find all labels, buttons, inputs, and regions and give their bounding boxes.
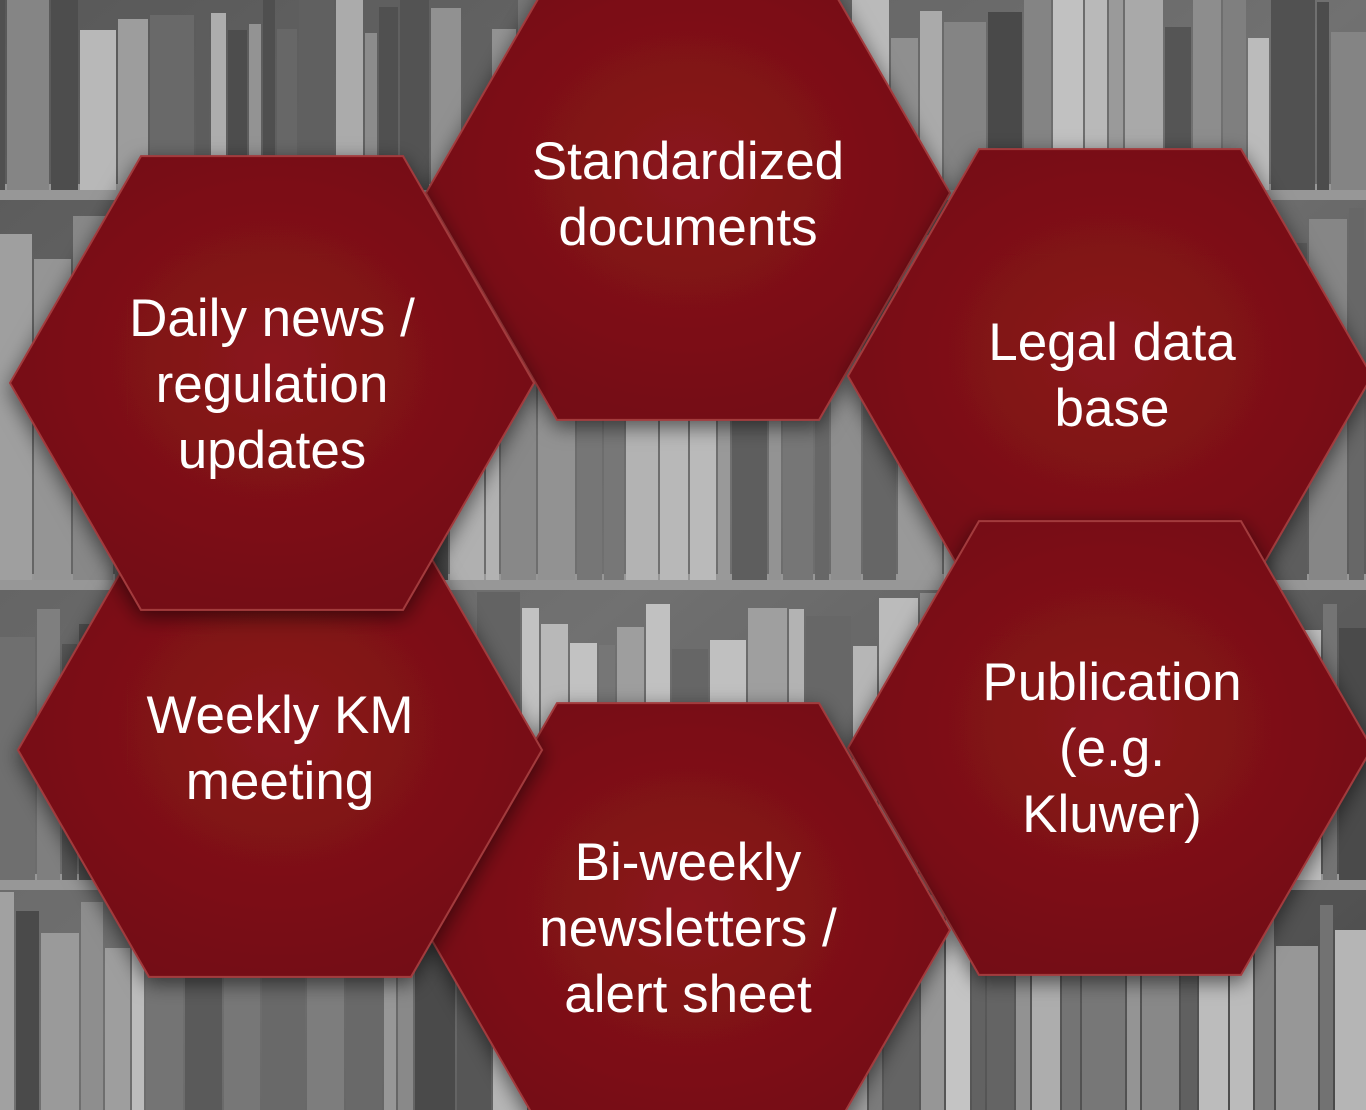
book-spine — [81, 902, 103, 1110]
book-spine — [365, 33, 377, 190]
book-spine — [1223, 0, 1246, 190]
hexagon-ring — [8, 0, 1366, 1110]
hexagon-daily-news — [8, 155, 536, 611]
book-spine — [920, 11, 942, 190]
book-spine — [211, 13, 226, 190]
hexagon-bi-weekly-newsletters — [424, 702, 952, 1110]
book-spine — [16, 911, 39, 1110]
book-spine — [1335, 930, 1366, 1110]
book-spine — [132, 945, 144, 1110]
book-spine — [1255, 910, 1274, 1110]
book-spine — [1331, 32, 1366, 190]
book-spine — [277, 29, 297, 190]
hexagon-standardized-documents — [424, 0, 952, 421]
book-spine — [1320, 905, 1333, 1110]
book-spine — [263, 0, 275, 190]
book-spine — [105, 948, 130, 1110]
book-spine — [379, 7, 398, 190]
book-spine — [1276, 946, 1318, 1110]
book-spine — [249, 24, 261, 190]
book-spine — [7, 0, 49, 190]
book-spine — [1085, 0, 1107, 190]
book-spine — [41, 933, 79, 1110]
hexagon-publication — [846, 520, 1366, 976]
book-spine — [228, 30, 247, 190]
book-spine — [80, 30, 116, 190]
book-spine — [0, 0, 5, 190]
book-spine — [1248, 38, 1269, 190]
book-spine — [1271, 0, 1315, 190]
book-spine — [0, 892, 14, 1110]
book-spine — [1317, 2, 1329, 190]
book-spine — [51, 0, 78, 190]
book-spine — [196, 20, 209, 190]
book-spine — [1109, 0, 1123, 190]
